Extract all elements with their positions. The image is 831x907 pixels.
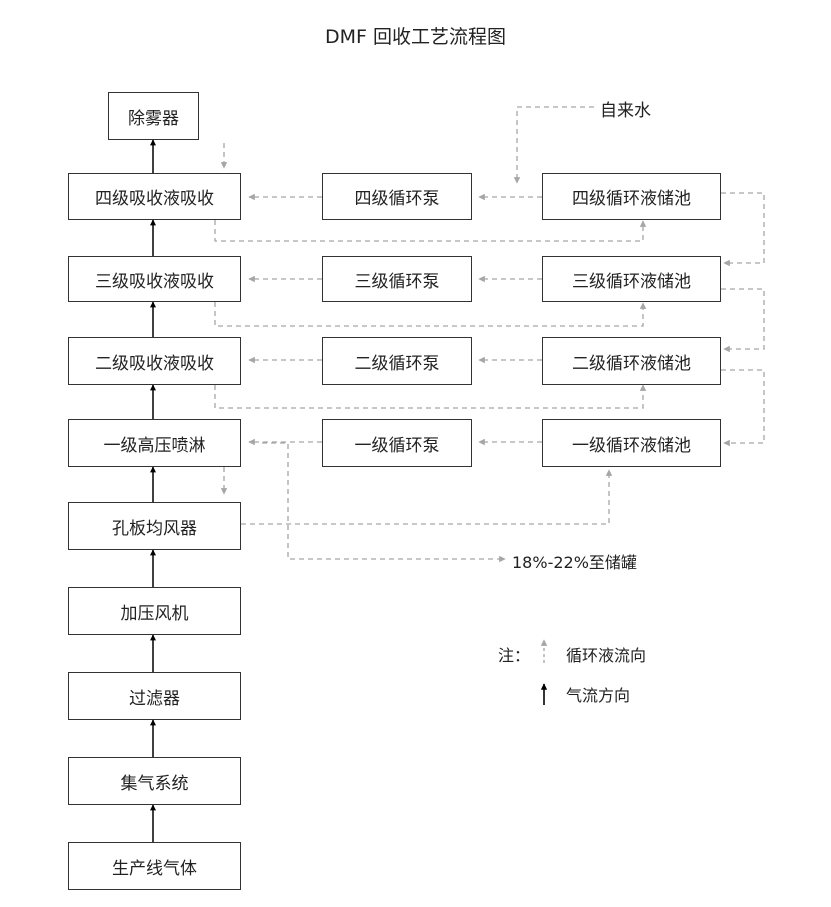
- legend-gas-label: 气流方向: [566, 686, 631, 705]
- pump3-box: 三级循环泵: [322, 256, 472, 302]
- diagram-title: DMF 回收工艺流程图: [325, 26, 506, 48]
- fan-box: 加压风机: [68, 587, 241, 635]
- tank4-box: 四级循环液储池: [542, 173, 721, 220]
- tank2-box: 二级循环液储池: [542, 337, 721, 385]
- pump4-box: 四级循环泵: [322, 173, 472, 220]
- tap-water-label: 自来水: [600, 101, 651, 121]
- tank1-box: 一级循环液储池: [542, 419, 721, 467]
- orifice-box: 孔板均风器: [68, 502, 241, 550]
- spray1-box: 一级高压喷淋: [68, 419, 241, 467]
- tank3-box: 三级循环液储池: [542, 256, 721, 302]
- liquid-absorb3-return: [214, 302, 647, 327]
- liquid-overflow-3-to-2: [721, 288, 765, 353]
- liquid-overflow-4-to-3: [721, 192, 765, 267]
- liquid-bleed-to-storage: [262, 442, 506, 563]
- liquid-absorb2-return: [214, 384, 647, 409]
- liquid-absorb4-return: [214, 220, 647, 242]
- pump1-box: 一级循环泵: [322, 419, 472, 467]
- demister-box: 除雾器: [108, 92, 199, 140]
- to-storage-label: 18%-22%至储罐: [512, 553, 637, 572]
- absorb2-box: 二级吸收液吸收: [68, 337, 241, 385]
- liquid-orifice-to-tank1: [241, 469, 613, 525]
- liquid-overflow-2-to-1: [721, 369, 765, 447]
- legend-liquid-label: 循环液流向: [566, 646, 647, 665]
- prod-gas-box: 生产线气体: [68, 842, 241, 890]
- absorb4-box: 四级吸收液吸收: [68, 173, 241, 220]
- legend-note: 注：: [498, 646, 531, 665]
- liquid-tap-water: [513, 106, 594, 184]
- pump2-box: 二级循环泵: [322, 337, 472, 385]
- filter-box: 过滤器: [68, 672, 241, 720]
- gas-collect-box: 集气系统: [68, 757, 241, 805]
- absorb3-box: 三级吸收液吸收: [68, 256, 241, 302]
